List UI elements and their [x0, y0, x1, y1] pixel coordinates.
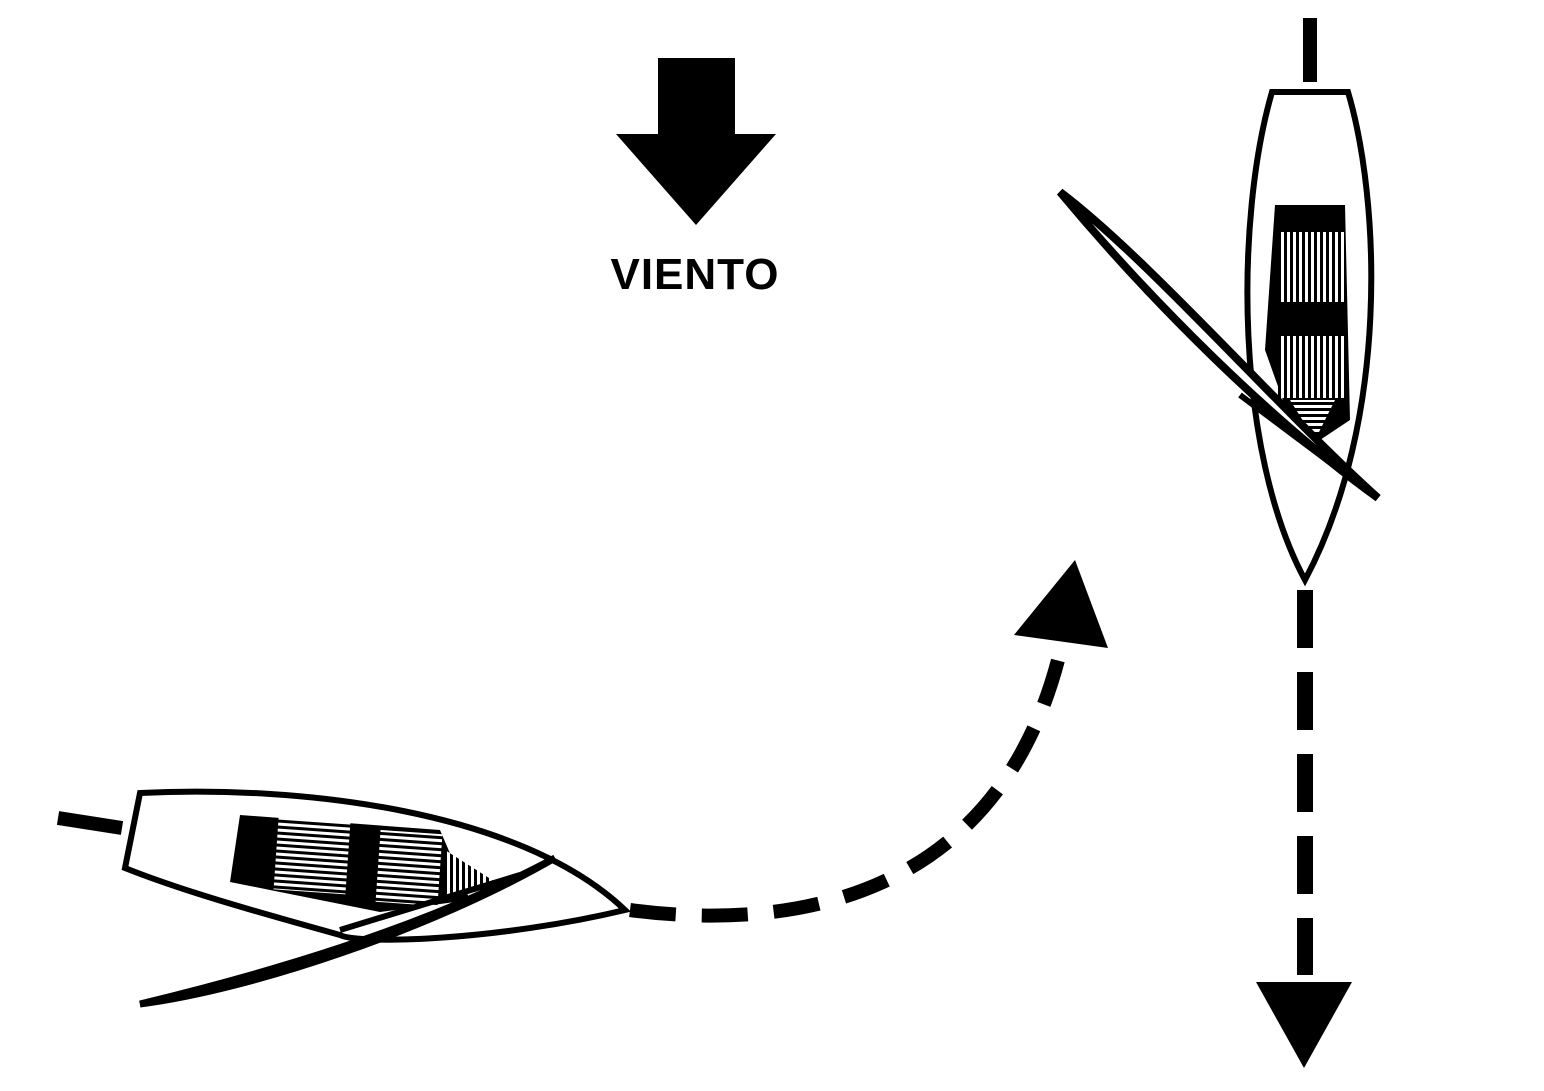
wind-arrow-icon — [616, 58, 776, 225]
downwind-arrow-icon — [1256, 982, 1352, 1068]
boat-before-turn — [121, 788, 632, 1008]
left-wake-line — [56, 811, 124, 835]
course-arrow-icon — [1014, 560, 1108, 648]
boat-after-turn — [1056, 89, 1381, 587]
curved-course-path — [629, 658, 1065, 923]
wind-label: VIENTO — [610, 250, 780, 299]
